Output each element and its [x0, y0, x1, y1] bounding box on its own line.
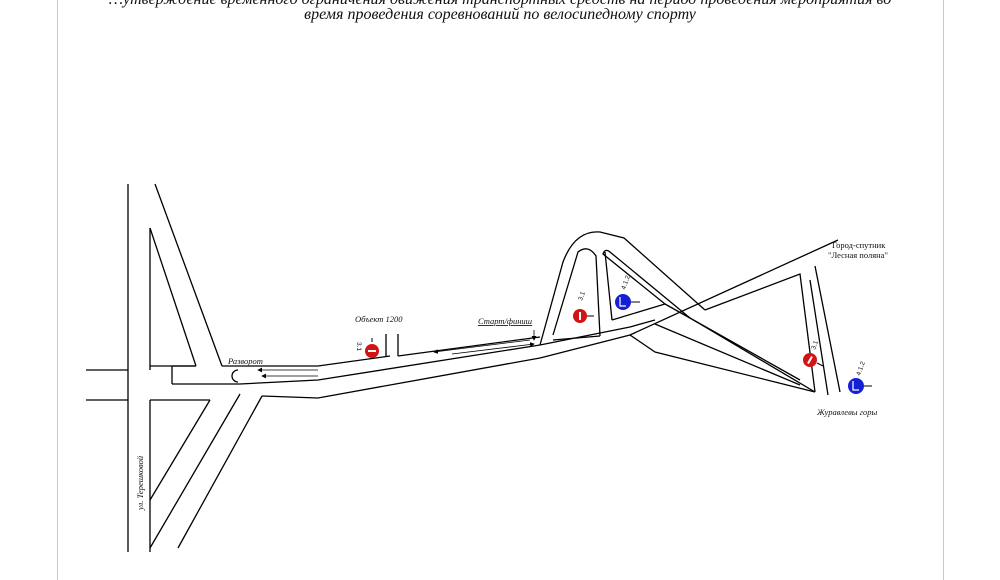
sign-no-entry-east: 3.1 — [803, 339, 824, 367]
frame-right-border — [943, 0, 944, 580]
object-1200-access — [385, 334, 541, 357]
route-arrows — [257, 330, 537, 379]
sign-detour-east: 4.1.2 — [848, 360, 872, 394]
sign-detour-ring: 4.1.2 — [615, 274, 640, 310]
turnaround-loop — [231, 369, 239, 383]
left-crossroad — [86, 369, 128, 401]
label-start-finish: Старт/финиш — [478, 316, 533, 326]
label-object-1200: Объект 1200 — [355, 314, 403, 324]
svg-text:3.1: 3.1 — [810, 339, 820, 350]
label-turnaround: Разворот — [227, 356, 263, 366]
svg-text:3.1: 3.1 — [577, 290, 587, 301]
sign-no-entry-object: 3.1 — [355, 338, 379, 358]
label-satellite-town-1: Город-спутник — [832, 240, 886, 250]
svg-text:4.1.2: 4.1.2 — [620, 274, 632, 290]
label-street: ул. Терешковой — [135, 455, 145, 511]
label-zhuravlevy-gory: Журавлевы горы — [816, 407, 877, 417]
sign-no-entry-ring: 3.1 — [573, 290, 594, 323]
main-road-east — [539, 239, 841, 396]
label-satellite-town-2: "Лесная поляна" — [828, 250, 888, 260]
street-tereshkovoy — [127, 184, 151, 552]
svg-text:3.1: 3.1 — [355, 342, 362, 351]
frame-left-border — [57, 0, 58, 580]
svg-text:4.1.2: 4.1.2 — [855, 360, 867, 376]
main-road-west — [171, 344, 541, 399]
header-title: время проведения соревнований по велосип… — [304, 6, 696, 23]
header-partial-line: …утверждение временного ограничения движ… — [60, 0, 940, 9]
